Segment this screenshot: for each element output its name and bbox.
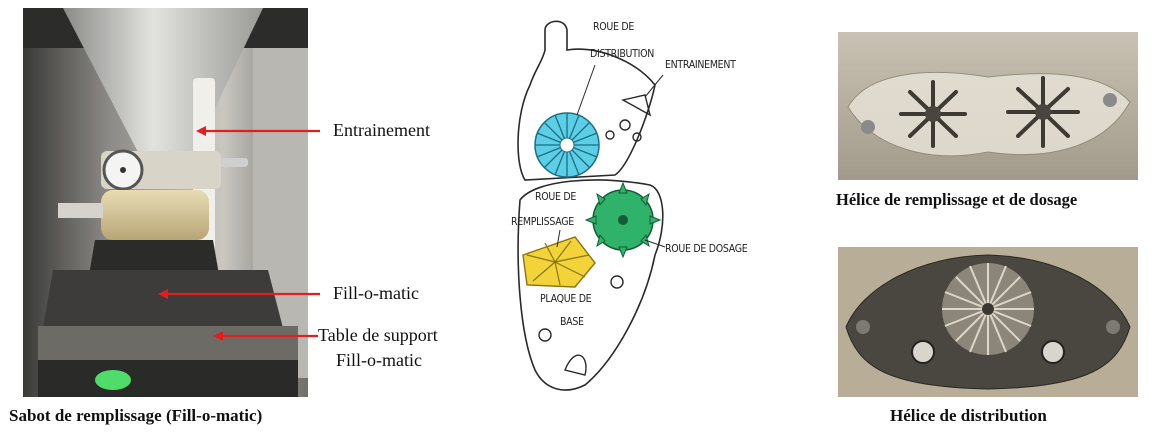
annotation-entrainement: Entrainement [333,120,430,141]
roue-dosage-wheel [586,183,660,257]
label-roue-de-2: ROUE DE [535,191,576,203]
caption-helice-distribution: Hélice de distribution [890,406,1047,426]
label-remplissage: REMPLISSAGE [511,216,574,228]
helice-remplissage-dosage-photo [838,32,1138,180]
label-roue-de: ROUE DE [593,21,634,33]
helice-remplissage-dosage-illustration [838,32,1138,180]
exploded-diagram: ROUE DE DISTRIBUTION ENTRAINEMENT ROUE D… [505,15,775,400]
label-entrainement: ENTRAINEMENT [665,59,736,71]
label-roue-de-dosage: ROUE DE DOSAGE [665,243,748,255]
label-plaque-de: PLAQUE DE [540,293,592,305]
helice-distribution-illustration [838,247,1138,397]
caption-sabot: Sabot de remplissage (Fill-o-matic) [9,406,262,426]
label-base: BASE [560,316,584,328]
caption-helice-remplissage-dosage: Hélice de remplissage et de dosage [836,190,1077,210]
label-distribution: DISTRIBUTION [590,48,654,60]
annotation-arrows [0,0,340,432]
roue-distribution-wheel [535,113,599,177]
helice-distribution-photo [838,247,1138,397]
annotation-fill-o-matic: Fill-o-matic [333,283,419,304]
annotation-table-support-sub: Fill-o-matic [336,350,422,371]
annotation-table-support: Table de support [318,325,438,346]
